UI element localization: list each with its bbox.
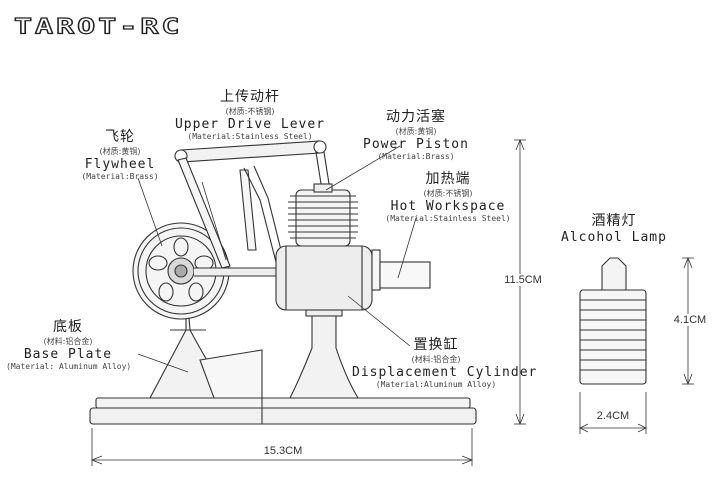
- power-piston-shape: [288, 183, 358, 247]
- base-plate-label: 底板 (材料:铝合金) Base Plate (Material: Alumin…: [6, 316, 132, 371]
- displacement-cylinder-material-en: (Material:Aluminum Alloy): [375, 380, 497, 389]
- upper-lever-material-en: (Material:Stainless Steel): [187, 132, 313, 141]
- upper-lever-zh: 上传动杆: [220, 89, 280, 105]
- displacement-cylinder-en: Displacement Cylinder: [352, 365, 538, 380]
- hot-workspace-label: 加热端 (材质:不锈钢) Hot Workspace (Material:Sta…: [378, 168, 518, 223]
- lamp-height-dimension: 4.1CM: [668, 314, 712, 326]
- base-plate-material-en: (Material: Aluminum Alloy): [6, 362, 132, 371]
- base-plate-en: Base Plate: [23, 347, 113, 362]
- displacement-cylinder-material-zh: (材料:铝合金): [411, 355, 461, 364]
- alcohol-lamp-shape: [579, 257, 647, 385]
- cylinder-stand-shape: [289, 309, 359, 399]
- hot-workspace-zh: 加热端: [425, 171, 471, 187]
- hot-workspace-en: Hot Workspace: [390, 199, 506, 214]
- power-piston-zh: 动力活塞: [386, 109, 446, 125]
- displacement-cylinder-label: 置换缸 (材料:铝合金) Displacement Cylinder (Mate…: [352, 334, 538, 389]
- power-piston-en: Power Piston: [363, 137, 469, 152]
- flywheel-material-en: (Material:Brass): [81, 172, 159, 181]
- flywheel-shape: [132, 222, 230, 320]
- power-piston-material-en: (Material:Brass): [377, 152, 455, 161]
- displacement-cylinder-shape: [275, 245, 381, 311]
- base-plate-zh: 底板: [53, 319, 83, 335]
- upper-lever-material-zh: (材质:不锈钢): [225, 107, 275, 116]
- flywheel-zh: 飞轮: [105, 129, 135, 145]
- brand-logo: TAROT-RC: [13, 13, 183, 40]
- lamp-width-dimension: 2.4CM: [596, 410, 630, 422]
- height-dimension: 11.5CM: [498, 274, 548, 286]
- hot-workspace-material-zh: (材质:不锈钢): [423, 189, 473, 198]
- leader-lines: [137, 145, 417, 373]
- upper-lever-en: Upper Drive Lever: [174, 117, 326, 132]
- width-dimension: 15.3CM: [263, 445, 303, 457]
- upper-lever-shape: [174, 140, 331, 269]
- power-piston-label: 动力活塞 (材质:黄铜) Power Piston (Material:Bras…: [356, 106, 476, 161]
- frame-bar-shape: [199, 349, 263, 399]
- hot-workspace-shape: [379, 261, 431, 289]
- alcohol-lamp-zh: 酒精灯: [591, 213, 637, 229]
- flywheel-material-zh: (材质:黄铜): [99, 147, 141, 156]
- flywheel-en: Flywheel: [84, 157, 156, 172]
- displacement-cylinder-zh: 置换缸: [413, 337, 459, 353]
- alcohol-lamp-en: Alcohol Lamp: [561, 230, 667, 245]
- flywheel-label: 飞轮 (材质:黄铜) Flywheel (Material:Brass): [70, 126, 170, 181]
- power-piston-material-zh: (材质:黄铜): [395, 127, 437, 136]
- base-plate-shape: [89, 397, 477, 425]
- upper-lever-label: 上传动杆 (材质:不锈钢) Upper Drive Lever (Materia…: [170, 86, 330, 141]
- alcohol-lamp-label: 酒精灯 Alcohol Lamp: [552, 210, 676, 245]
- hot-workspace-material-en: (Material:Stainless Steel): [385, 214, 511, 223]
- base-plate-material-zh: (材料:铝合金): [43, 337, 93, 346]
